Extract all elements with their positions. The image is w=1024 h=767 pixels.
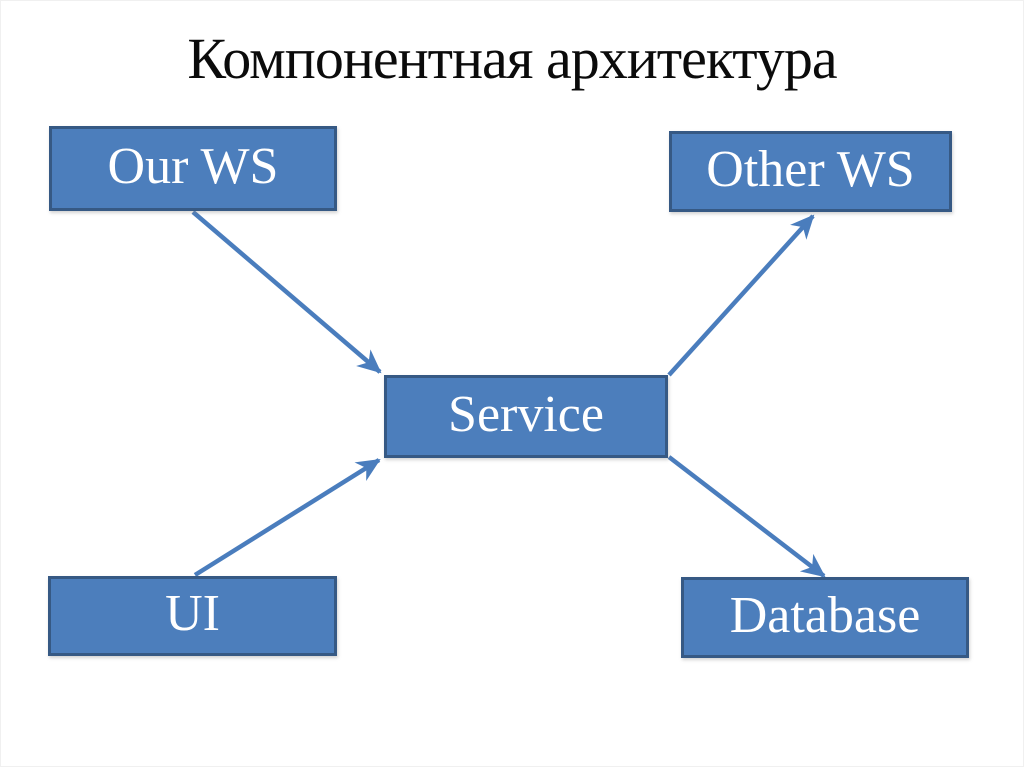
node-ui: UI [48,576,337,656]
node-database: Database [681,577,969,658]
arrow-our-ws-to-service [191,210,382,374]
arrow-ui-to-service [193,458,381,577]
node-service: Service [384,375,668,458]
slide-title: Компонентная архитектура [187,26,837,91]
arrow-service-to-other-ws [667,214,815,377]
arrow-service-to-database [667,455,826,578]
node-other-ws: Other WS [669,131,952,212]
node-our-ws: Our WS [49,126,337,211]
